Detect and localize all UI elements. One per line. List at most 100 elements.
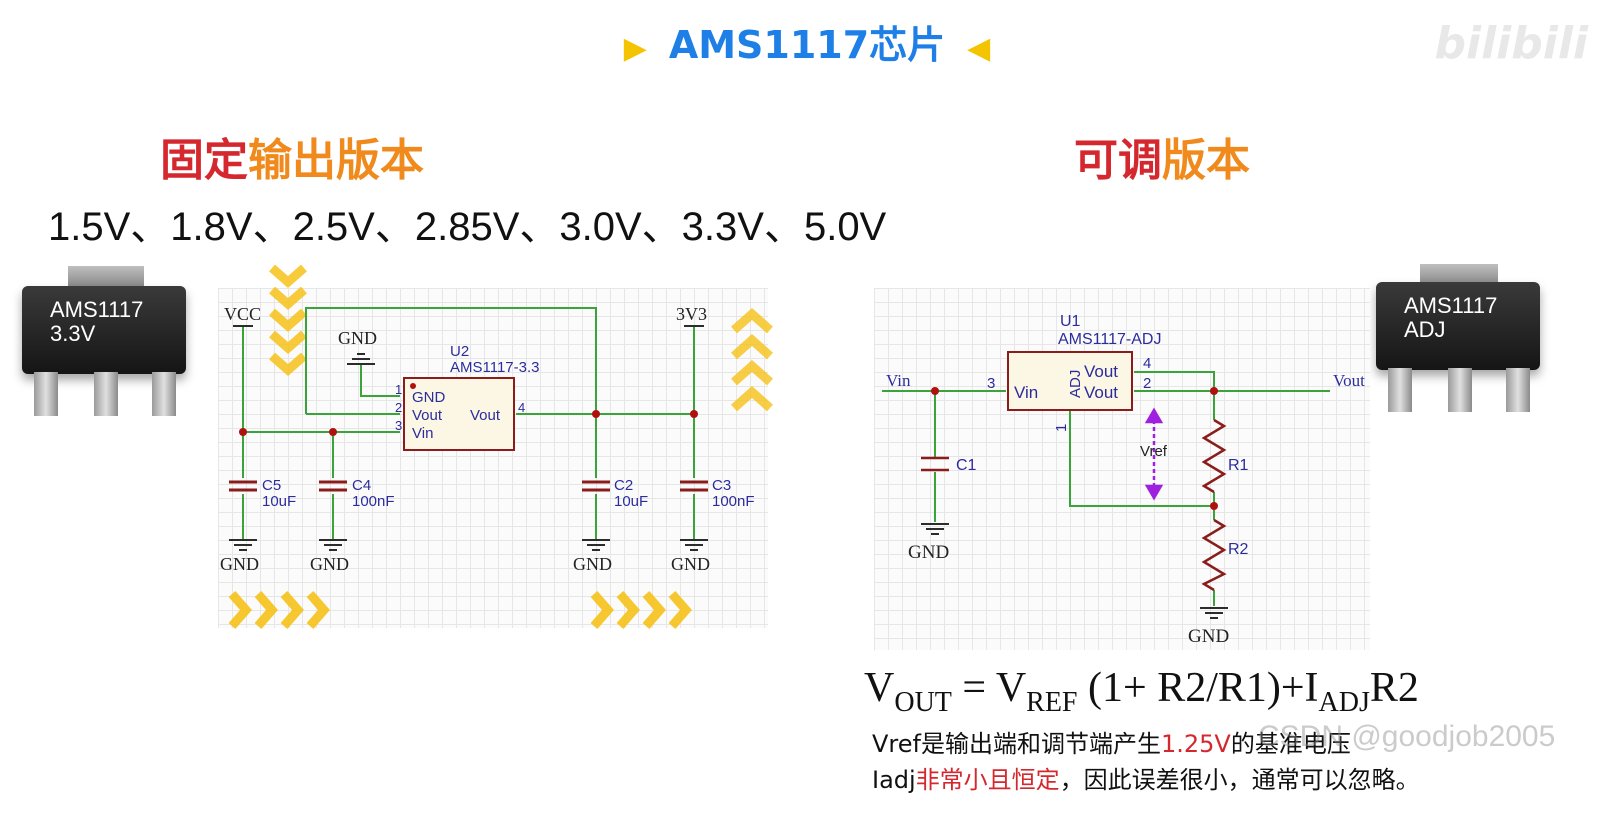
capacitor-c4-symbol bbox=[319, 480, 347, 492]
resistor-r1-symbol bbox=[1201, 418, 1227, 494]
label-u2: U2 bbox=[450, 343, 469, 360]
ic-u1-body bbox=[1007, 351, 1133, 411]
fixed-voltage-list: 1.5V、1.8V、2.5V、2.85V、3.0V、3.3V、5.0V bbox=[48, 205, 887, 249]
junction-dot bbox=[329, 428, 337, 436]
pin-number: 3 bbox=[395, 418, 402, 433]
pin-label-vout: Vout bbox=[470, 407, 501, 424]
junction-dot bbox=[239, 428, 247, 436]
note-vref: Vref是输出端和调节端产生1.25V的基准电压 bbox=[872, 730, 1351, 758]
label-gnd: GND bbox=[573, 554, 612, 574]
ground-symbol bbox=[319, 539, 347, 551]
pin-number: 4 bbox=[1143, 355, 1151, 372]
chip-leg bbox=[152, 372, 176, 416]
chevron-up-decoration bbox=[731, 307, 773, 412]
wire-loop bbox=[305, 307, 597, 478]
wire-adj bbox=[1069, 410, 1214, 507]
chip-body: AMS1117 3.3V bbox=[22, 286, 186, 374]
junction-dot bbox=[931, 387, 939, 395]
pin-number: 1 bbox=[395, 382, 402, 397]
label-c2: C2 bbox=[614, 477, 633, 494]
label-3v3: 3V3 bbox=[676, 304, 707, 324]
pin-number: 2 bbox=[1143, 375, 1151, 392]
triangle-right-icon: ▶ bbox=[623, 31, 647, 66]
junction-dot bbox=[1210, 387, 1218, 395]
pin-label-adj: ADJ bbox=[1067, 370, 1084, 398]
capacitor-c2-symbol bbox=[582, 480, 610, 492]
page-title-text: AMS1117芯片 bbox=[668, 23, 946, 67]
label-c5-value: 10uF bbox=[262, 493, 296, 510]
junction-dot bbox=[690, 410, 698, 418]
bilibili-logo: bilibili bbox=[1434, 18, 1588, 69]
fixed-schematic-grid bbox=[218, 288, 768, 628]
chevron-down-decoration bbox=[269, 264, 307, 376]
capacitor-c5-symbol bbox=[229, 480, 257, 492]
capacitor-c3-symbol bbox=[680, 480, 708, 492]
page-title: ▶ AMS1117芯片 ◀ bbox=[0, 14, 1614, 69]
wire-c-gnd bbox=[242, 494, 695, 540]
wire-vout4 bbox=[1134, 371, 1215, 391]
label-u2-part: AMS1117-3.3 bbox=[450, 359, 540, 376]
label-r1: R1 bbox=[1228, 457, 1249, 474]
label-c4: C4 bbox=[352, 477, 371, 494]
label-u1-part: AMS1117-ADJ bbox=[1058, 331, 1161, 348]
capacitor-c1-symbol bbox=[921, 456, 949, 472]
label-gnd: GND bbox=[310, 554, 349, 574]
label-c1: C1 bbox=[956, 457, 977, 474]
chip-leg bbox=[1448, 368, 1472, 412]
pin-number: 3 bbox=[987, 375, 995, 392]
pin-number: 4 bbox=[518, 400, 525, 415]
ground-symbol bbox=[680, 539, 708, 551]
label-vref: Vref bbox=[1140, 443, 1168, 460]
chip-body: AMS1117 ADJ bbox=[1376, 282, 1540, 370]
adjustable-schematic-grid bbox=[874, 288, 1370, 650]
pin-number: 2 bbox=[395, 400, 402, 415]
ground-symbol bbox=[229, 539, 257, 551]
wire-gnd-pin bbox=[360, 364, 400, 397]
label-c3: C3 bbox=[712, 477, 731, 494]
label-u1: U1 bbox=[1060, 313, 1081, 330]
chip-package-adj: AMS1117 ADJ bbox=[1376, 264, 1546, 424]
vref-arrow-icon bbox=[1144, 407, 1164, 501]
ground-symbol bbox=[921, 523, 949, 535]
label-gnd: GND bbox=[671, 554, 710, 574]
triangle-left-icon: ◀ bbox=[967, 31, 991, 66]
csdn-watermark: CSDN @goodjob2005 bbox=[1258, 720, 1556, 753]
label-c4-value: 100nF bbox=[352, 493, 395, 510]
fixed-version-heading: 固定输出版本 bbox=[160, 135, 424, 186]
pin-label-vin: Vin bbox=[412, 425, 433, 442]
label-gnd: GND bbox=[220, 554, 259, 574]
pin-label-vin: Vin bbox=[1014, 383, 1038, 402]
label-vout: Vout bbox=[1333, 371, 1365, 390]
ground-symbol bbox=[582, 539, 610, 551]
adjustable-version-heading: 可调版本 bbox=[1074, 135, 1250, 186]
label-gnd: GND bbox=[908, 542, 949, 563]
chip-leg bbox=[1506, 368, 1530, 412]
vout-formula: VOUT = VREF (1+ R2/R1)+IADJR2 bbox=[864, 665, 1419, 718]
label-gnd: GND bbox=[338, 328, 377, 348]
label-c2-value: 10uF bbox=[614, 493, 648, 510]
ground-symbol bbox=[347, 353, 375, 365]
resistor-r2-symbol bbox=[1201, 518, 1227, 592]
chip-leg bbox=[1388, 368, 1412, 412]
pin-number: 1 bbox=[1053, 424, 1070, 432]
label-c3-value: 100nF bbox=[712, 493, 755, 510]
junction-dot bbox=[1210, 502, 1218, 510]
label-vin: Vin bbox=[886, 371, 911, 390]
label-c5: C5 bbox=[262, 477, 281, 494]
chip-package-fixed: AMS1117 3.3V bbox=[22, 264, 192, 424]
ground-symbol bbox=[1200, 607, 1228, 619]
junction-dot bbox=[592, 410, 600, 418]
label-gnd: GND bbox=[1188, 626, 1229, 647]
label-r2: R2 bbox=[1228, 541, 1249, 558]
pin-label-vout: Vout bbox=[412, 407, 443, 424]
ic-pin1-marker bbox=[410, 383, 416, 389]
pin-label-vout: Vout bbox=[1084, 383, 1118, 402]
note-iadj: Iadj非常小且恒定，因此误差很小，通常可以忽略。 bbox=[872, 766, 1420, 794]
pin-label-gnd: GND bbox=[412, 389, 446, 406]
chip-leg bbox=[94, 372, 118, 416]
chip-leg bbox=[34, 372, 58, 416]
pin-label-vout: Vout bbox=[1084, 362, 1118, 381]
chevron-right-decoration bbox=[228, 591, 692, 629]
